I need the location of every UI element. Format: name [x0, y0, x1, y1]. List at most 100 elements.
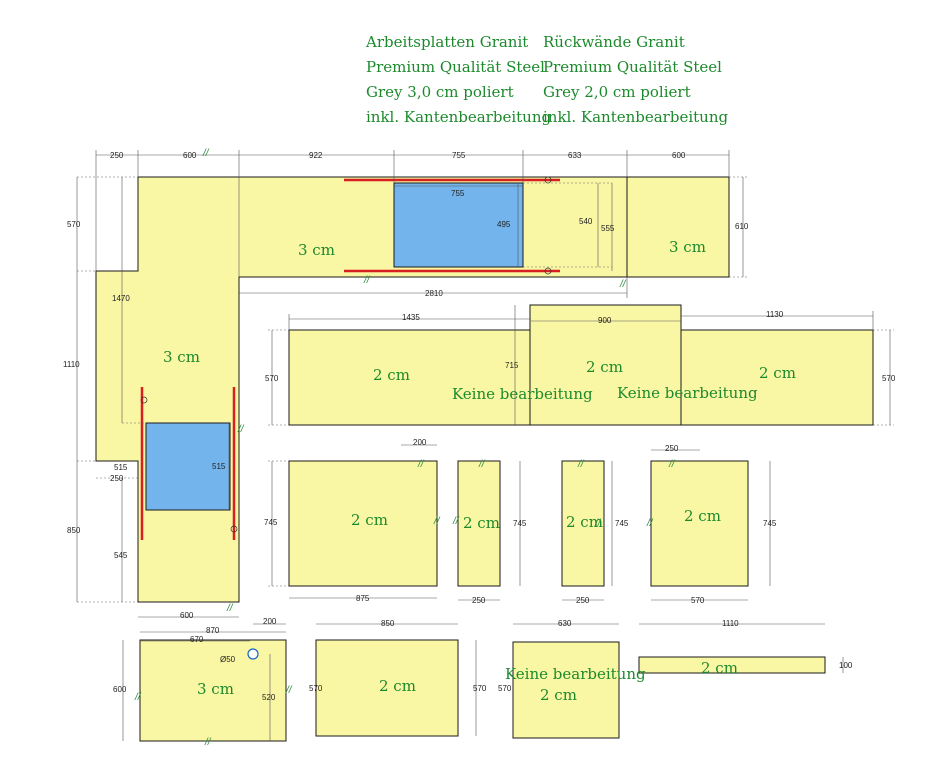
dimension-label: 570: [498, 684, 512, 693]
thickness-label: 2 cm: [540, 686, 577, 704]
backsplash-spec-line: inkl. Kantenbearbeitung: [543, 108, 729, 126]
backsplash-strip-250a: [457, 460, 501, 587]
polish-mark: //: [619, 279, 627, 290]
dimension-label: 755: [452, 151, 466, 160]
dimension-label: Ø50: [220, 655, 236, 664]
dimension-label: 520: [262, 693, 276, 702]
polish-mark: //: [646, 518, 654, 529]
dimension-label: 570: [882, 374, 896, 383]
thickness-label: 2 cm: [566, 513, 603, 531]
thickness-label: 2 cm: [373, 366, 410, 384]
dimension-label: 630: [558, 619, 572, 628]
material-specification: Arbeitsplatten Granit Premium Qualität S…: [366, 30, 736, 130]
dimension-label: 250: [110, 151, 124, 160]
thickness-label: 2 cm: [684, 507, 721, 525]
backsplash-spec-line: Grey 2,0 cm poliert: [543, 83, 691, 101]
dimension-label: 545: [114, 551, 128, 560]
backsplash-panel-630: [512, 641, 620, 739]
polish-mark: //: [363, 275, 371, 286]
dimension-label: 570: [67, 220, 81, 229]
dimension-label: 745: [513, 519, 527, 528]
edge-marker: [140, 396, 148, 404]
backsplash-panel-900: [529, 304, 682, 426]
dimension-label: 555: [601, 224, 615, 233]
tap-hole: [247, 648, 259, 660]
dimension-label: 922: [309, 151, 323, 160]
backsplash-panel-850: [315, 639, 459, 737]
polish-mark: //: [594, 518, 602, 529]
dimension-label: 1110: [63, 360, 80, 369]
countertop-right-section: [626, 176, 730, 278]
polish-mark: //: [417, 459, 425, 470]
dimension-label: 610: [735, 222, 749, 231]
countertop-panel-870: [139, 639, 287, 742]
backsplash-strip-250b: [561, 460, 605, 587]
countertop-spec-line: Premium Qualität Steel: [366, 58, 545, 76]
backsplash-strip-1110: [638, 656, 826, 674]
thickness-label: 3 cm: [197, 680, 234, 698]
backsplash-spec-line: Premium Qualität Steel: [543, 58, 722, 76]
dimension-label: 900: [598, 316, 612, 325]
dimension-label: 100: [839, 661, 853, 670]
polish-mark: //: [577, 459, 585, 470]
polish-mark: //: [134, 692, 142, 703]
thickness-label: 3 cm: [298, 241, 335, 259]
dimension-label: 250: [110, 474, 124, 483]
no-edge-processing-label: Keine bearbeitung: [617, 384, 758, 402]
no-edge-processing-label: Keine bearbeitung: [505, 665, 646, 683]
dimension-label: 715: [505, 361, 519, 370]
dimension-label: 745: [264, 518, 278, 527]
dimension-label: 850: [67, 526, 81, 535]
dimension-label: 2810: [425, 289, 443, 298]
dimension-label: 745: [763, 519, 777, 528]
thickness-label: 3 cm: [163, 348, 200, 366]
dimension-label: 670: [190, 635, 204, 644]
thickness-label: 2 cm: [351, 511, 388, 529]
countertop-specification: Arbeitsplatten Granit Premium Qualität S…: [366, 30, 551, 130]
backsplash-panel-1435: [288, 329, 532, 426]
edge-marker: [544, 267, 552, 275]
dimension-label: 1435: [402, 313, 420, 322]
polish-mark: //: [202, 148, 210, 159]
backsplash-specification: Rückwände Granit Premium Qualität Steel …: [543, 30, 728, 130]
dimension-label: 515: [114, 463, 128, 472]
dimension-label: 200: [413, 438, 427, 447]
polish-mark: //: [452, 516, 460, 527]
sink-cutout: [393, 182, 524, 268]
polish-mark: //: [433, 516, 441, 527]
dimension-label: 745: [615, 519, 629, 528]
polish-mark: //: [668, 459, 676, 470]
dimension-label: 200: [263, 617, 277, 626]
backsplash-spec-line: Rückwände Granit: [543, 33, 685, 51]
dimension-label: 875: [356, 594, 370, 603]
countertop-spec-line: Arbeitsplatten Granit: [366, 33, 529, 51]
dimension-label: 870: [206, 626, 220, 635]
polish-mark: //: [226, 603, 234, 614]
dimension-label: 250: [576, 596, 590, 605]
polish-mark: //: [237, 424, 245, 435]
backsplash-panel-570: [650, 460, 749, 587]
thickness-labels: 3 cm 3 cm 3 cm 2 cm 2 cm 2 cm Keine bear…: [163, 238, 796, 704]
dimension-label: 600: [183, 151, 197, 160]
dimension-label: 600: [180, 611, 194, 620]
backsplash-panel-1130: [680, 329, 874, 426]
countertop-spec-line: Grey 3,0 cm poliert: [366, 83, 514, 101]
polish-mark: //: [478, 459, 486, 470]
dimension-label: 570: [473, 684, 487, 693]
dimension-label: 600: [672, 151, 686, 160]
thickness-label: 2 cm: [586, 358, 623, 376]
dimension-label: 250: [472, 596, 486, 605]
dimension-label: 850: [381, 619, 395, 628]
dimension-label: 1470: [112, 294, 130, 303]
dimension-label: 1110: [722, 619, 739, 628]
dimension-label: 600: [113, 685, 127, 694]
edge-marker: [230, 525, 238, 533]
hob-cutout: [145, 422, 231, 511]
thickness-label: 2 cm: [463, 514, 500, 532]
dimension-label: 515: [212, 462, 226, 471]
dimension-label: 755: [451, 189, 465, 198]
dimension-label: 570: [265, 374, 279, 383]
polish-mark: //: [285, 685, 293, 696]
dimension-label: 250: [665, 444, 679, 453]
